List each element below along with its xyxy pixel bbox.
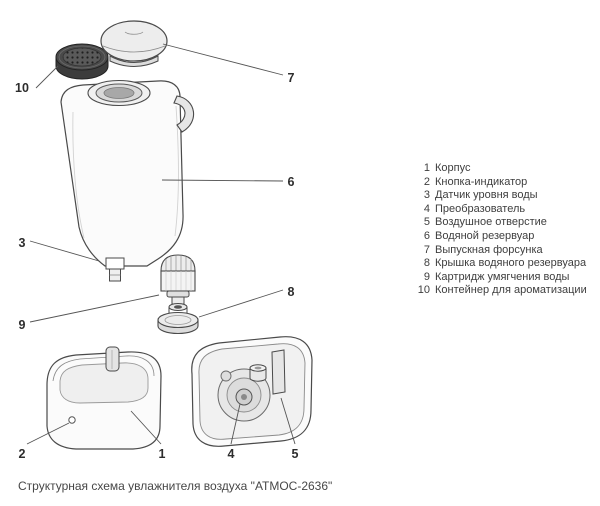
- legend-item-label: Датчик уровня воды: [435, 189, 538, 202]
- tank-handle: [173, 95, 194, 133]
- legend-item: 8 Крышка водяного резервуара: [415, 257, 587, 271]
- callout-10: 10: [15, 81, 29, 95]
- legend-item: 4 Преобразователь: [415, 203, 587, 217]
- legend-item: 10 Контейнер для ароматизации: [415, 284, 587, 298]
- legend-item-number: 6: [423, 229, 430, 242]
- part-softening-cartridge: [160, 254, 196, 305]
- callout-9: 9: [19, 318, 26, 332]
- legend-item: 5 Воздушное отверстие: [415, 216, 587, 230]
- legend-item-number: 9: [423, 270, 430, 283]
- legend-item: 2 Кнопка-индикатор: [415, 176, 587, 190]
- callout-4: 4: [228, 447, 235, 461]
- part-water-level-sensor: [105, 257, 125, 282]
- parts-legend: 1 Корпус 2 Кнопка-индикатор 3 Датчик уровня…: [415, 162, 587, 298]
- legend-item-number: 3: [423, 189, 430, 202]
- legend-item: 6 Водяной резервуар: [415, 230, 587, 244]
- legend-item-label: Выпускная форсунка: [435, 243, 543, 256]
- part-tank-cap: [157, 303, 199, 335]
- diagram-caption: Структурная схема увлажнителя воздуха "А…: [18, 479, 333, 493]
- legend-item-label: Кнопка-индикатор: [435, 175, 528, 188]
- part-housing: [46, 346, 162, 450]
- part-water-tank: [60, 79, 194, 282]
- legend-item-number: 4: [423, 202, 430, 215]
- legend-item-label: Корпус: [435, 162, 471, 174]
- callout-8: 8: [288, 285, 295, 299]
- indicator-button: [68, 416, 76, 424]
- callout-labels: 10 7 6 3 9 8 2 1 4 5: [15, 71, 298, 461]
- leader-lines: [26, 43, 296, 445]
- legend-item-label: Водяной резервуар: [435, 229, 535, 242]
- legend-item-number: 7: [423, 243, 430, 256]
- legend-item-label: Крышка водяного резервуара: [435, 257, 587, 270]
- legend-item-label: Контейнер для ароматизации: [435, 284, 587, 297]
- housing-tab: [105, 346, 120, 372]
- inner-wall: [271, 349, 286, 395]
- part-base-inner: [191, 336, 313, 447]
- legend-item-label: Картридж умягчения воды: [435, 270, 570, 283]
- diagram-drawing: 10 7 6 3 9 8 2 1 4 5: [15, 20, 313, 461]
- legend-item: 3 Датчик уровня воды: [415, 189, 587, 203]
- legend-item-number: 1: [423, 162, 430, 174]
- callout-2: 2: [19, 447, 26, 461]
- air-opening: [249, 364, 267, 382]
- legend-item-label: Воздушное отверстие: [435, 216, 547, 229]
- legend-item-number: 2: [423, 175, 430, 188]
- callout-6: 6: [288, 175, 295, 189]
- callout-5: 5: [292, 447, 299, 461]
- part-aroma-container: [55, 43, 109, 80]
- legend-item: 1 Корпус: [415, 162, 587, 176]
- callout-3: 3: [19, 236, 26, 250]
- legend-item-number: 10: [417, 284, 430, 297]
- part-outlet-lid: [100, 20, 168, 67]
- callout-7: 7: [288, 71, 295, 85]
- callout-1: 1: [159, 447, 166, 461]
- legend-item: 7 Выпускная форсунка: [415, 244, 587, 258]
- legend-item-number: 5: [423, 216, 430, 229]
- legend-item-label: Преобразователь: [435, 202, 526, 215]
- legend-item: 9 Картридж умягчения воды: [415, 271, 587, 285]
- legend-item-number: 8: [423, 257, 430, 270]
